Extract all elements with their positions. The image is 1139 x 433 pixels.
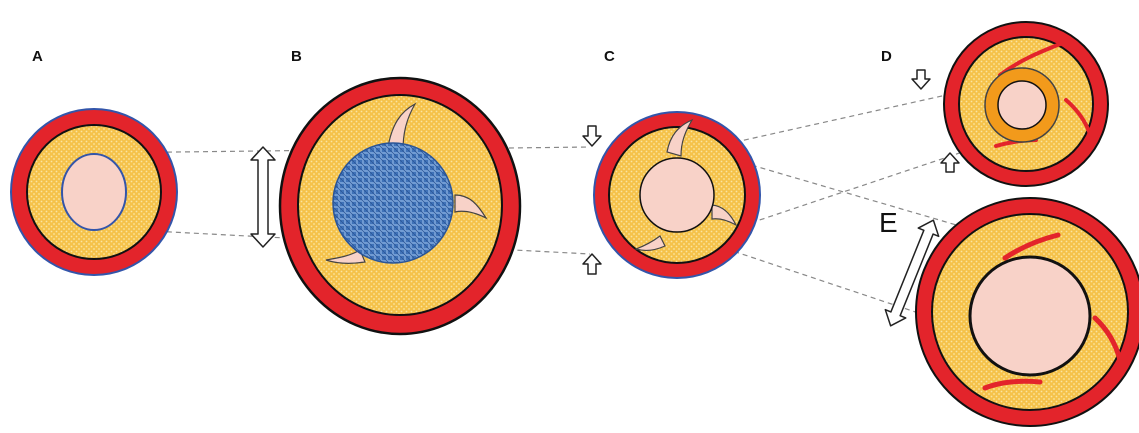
vessel-e-lumen [970, 257, 1090, 375]
vessel-d-lumen [998, 81, 1046, 129]
panel-label-c: C [604, 49, 615, 64]
vessel-c [594, 112, 760, 278]
up-arrow-icon [941, 153, 959, 172]
vessel-c-lumen [640, 158, 714, 232]
vessel-b [280, 78, 520, 334]
vessel-b-implant [333, 143, 453, 263]
vessel-d [944, 22, 1108, 186]
vessel-a-lumen [62, 154, 126, 230]
vessel-a [11, 109, 177, 275]
vessel-e [916, 198, 1139, 426]
panel-label-a: A [32, 49, 43, 64]
double-arrow-icon [251, 147, 275, 247]
down-arrow-icon [912, 70, 930, 89]
panel-label-e: E [879, 209, 898, 237]
up-arrow-icon [583, 254, 601, 274]
panel-label-b: B [291, 49, 302, 64]
down-arrow-icon [583, 126, 601, 146]
panel-label-d: D [881, 49, 892, 64]
